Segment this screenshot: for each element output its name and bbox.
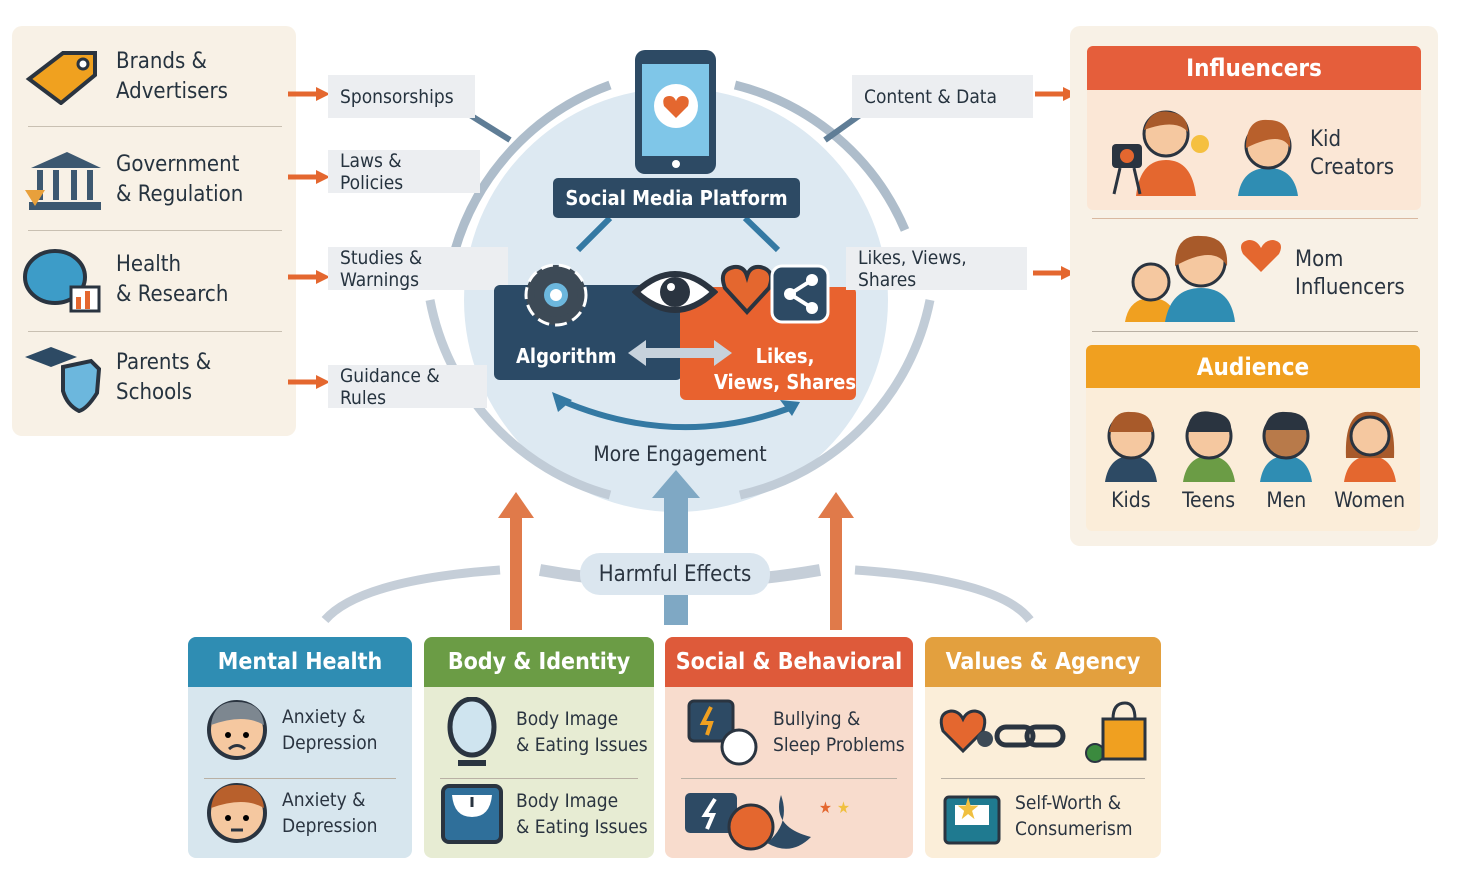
flow-likes-views-shares: Likes, Views, Shares <box>846 247 1027 291</box>
arc-bottom-left <box>425 299 612 500</box>
brain-chart-icon <box>20 245 102 315</box>
list-item: Body Image& Eating Issues <box>440 697 648 767</box>
card-mental-health: Mental Health Anxiety &Depression Anxiet… <box>188 637 412 858</box>
bullying-chat-icon <box>687 699 758 766</box>
bidirectional-arrow-icon <box>628 340 732 366</box>
star-inbox-icon: ★ <box>943 792 1001 845</box>
algorithm-label: Algorithm <box>516 344 617 368</box>
woman-avatar-icon <box>1343 411 1396 482</box>
list-item: Body Image& Eating Issues <box>440 783 648 845</box>
kid-avatar-icon <box>1104 411 1157 482</box>
likes-views-shares-label: Likes,Views, Shares <box>713 344 857 394</box>
sad-face-icon <box>207 700 267 760</box>
up-arrow-left <box>510 515 522 630</box>
government-building-icon <box>20 145 102 215</box>
card-values-agency: Values & Agency ★Self-Worth &Consumerism <box>925 637 1161 858</box>
mirror-icon <box>447 697 497 766</box>
audience-kids: Kids <box>1101 406 1161 512</box>
flow-studies-warnings: Studies & Warnings <box>328 247 508 291</box>
svg-text:★: ★ <box>956 792 980 827</box>
harmful-effects-label: Harmful Effects <box>580 553 770 595</box>
gear-icon <box>524 263 588 327</box>
flow-sponsorships: Sponsorships <box>328 75 475 118</box>
svg-text:★: ★ <box>837 798 850 817</box>
flow-laws-policies: Laws & Policies <box>328 150 480 194</box>
audience-men: Men <box>1256 406 1316 512</box>
weight-scale-icon <box>441 784 503 844</box>
card-social-behavioral: Social & Behavioral Bullying &Sleep Prob… <box>665 637 913 858</box>
graduation-shield-icon <box>20 343 102 413</box>
kid-creator-camera-icon <box>1112 110 1209 196</box>
svg-text:★: ★ <box>819 798 832 817</box>
arc-bottom-right <box>739 299 935 500</box>
heart-icon <box>720 264 774 315</box>
arc-top-left <box>450 80 612 252</box>
up-arrow-right <box>830 515 842 630</box>
heart-chain-bag-icon <box>939 701 1147 763</box>
worried-face-icon <box>207 783 267 843</box>
stakeholder-brands: Brands &Advertisers <box>20 42 282 112</box>
stakeholder-parents: Parents &Schools <box>20 343 282 413</box>
platform-banner: Social Media Platform <box>553 178 800 218</box>
price-tag-icon <box>20 42 102 112</box>
audience-section: Audience Kids Teens Men Women <box>1086 345 1420 531</box>
stakeholder-government: Government& Regulation <box>20 145 282 215</box>
list-item: Anxiety &Depression <box>204 697 378 763</box>
kid-creator-avatar-icon <box>1238 119 1298 196</box>
card-body-identity: Body & Identity Body Image& Eating Issue… <box>424 637 654 858</box>
share-icon <box>770 264 830 324</box>
mom-influencer-icon <box>1125 235 1281 322</box>
list-item: Bullying &Sleep Problems <box>681 697 905 767</box>
more-engagement-label: More Engagement <box>593 442 767 466</box>
flow-guidance-rules: Guidance & Rules <box>328 365 487 409</box>
smartphone-heart-icon <box>635 50 716 174</box>
audience-teens: Teens <box>1179 406 1239 512</box>
list-item: ★Self-Worth &Consumerism <box>941 785 1132 847</box>
sleep-problems-icon: ★★ <box>685 793 850 851</box>
audience-women: Women <box>1334 406 1405 512</box>
teen-avatar-icon <box>1182 411 1235 482</box>
man-avatar-icon <box>1260 411 1313 482</box>
arc-top-right <box>733 80 910 232</box>
engagement-loop-arrow <box>558 397 792 431</box>
eye-icon <box>632 271 718 313</box>
flow-content-data: Content & Data <box>852 75 1033 118</box>
stakeholder-health: Health& Research <box>20 245 282 315</box>
list-item: Anxiety &Depression <box>204 780 378 846</box>
